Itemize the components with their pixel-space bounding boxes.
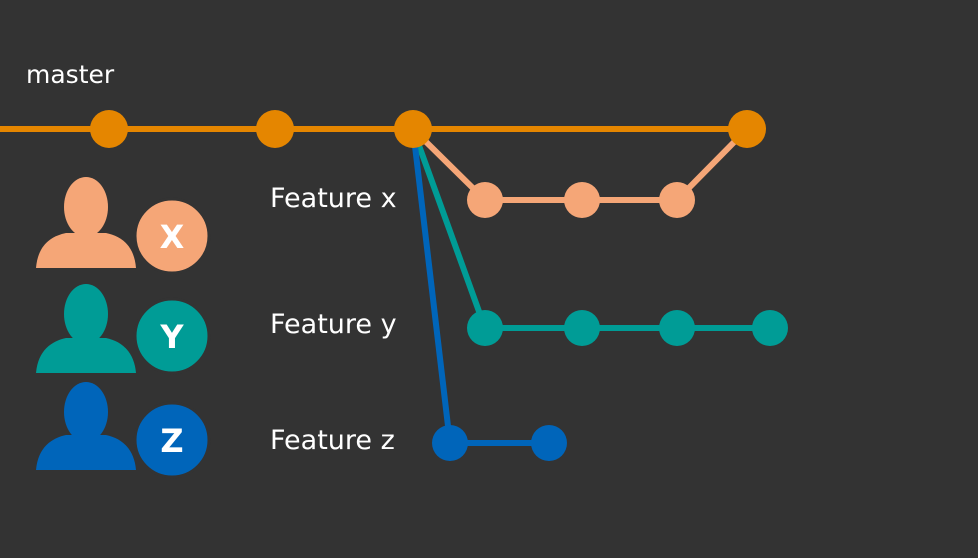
badge-y-letter: Y <box>159 318 184 356</box>
person-z-icon <box>36 382 136 470</box>
feature-y-commits <box>467 310 788 346</box>
master-commit-2 <box>256 110 294 148</box>
developer-z-avatar: Z <box>36 382 211 479</box>
master-commit-4 <box>728 110 766 148</box>
badge-z-icon <box>133 401 211 479</box>
feature-x-commits <box>467 182 695 218</box>
feature-y-commit-3 <box>659 310 695 346</box>
feature-y-label: Feature y <box>270 309 397 340</box>
feature-z-line <box>410 128 549 446</box>
developer-y-avatar: Y <box>36 284 211 375</box>
feature-z-commits <box>432 425 567 461</box>
feature-z-commit-1 <box>432 425 468 461</box>
feature-z-commit-2 <box>531 425 567 461</box>
master-commit-3 <box>394 110 432 148</box>
feature-z-label: Feature z <box>270 425 395 456</box>
feature-y-commit-2 <box>564 310 600 346</box>
badge-z-letter: Z <box>160 422 183 460</box>
feature-x-commit-2 <box>564 182 600 218</box>
feature-x-commit-1 <box>467 182 503 218</box>
feature-y-commit-4 <box>752 310 788 346</box>
master-commits <box>90 110 766 148</box>
badge-x-letter: X <box>160 218 185 256</box>
badge-x-icon <box>133 197 211 275</box>
master-commit-1 <box>90 110 128 148</box>
feature-x-label: Feature x <box>270 183 397 214</box>
badge-y-icon <box>133 297 211 375</box>
developer-x-avatar: X <box>36 177 211 275</box>
person-y-icon <box>36 284 136 373</box>
feature-x-commit-3 <box>659 182 695 218</box>
master-branch-label: master <box>26 60 115 89</box>
person-x-icon <box>36 177 136 268</box>
feature-y-commit-1 <box>467 310 503 346</box>
